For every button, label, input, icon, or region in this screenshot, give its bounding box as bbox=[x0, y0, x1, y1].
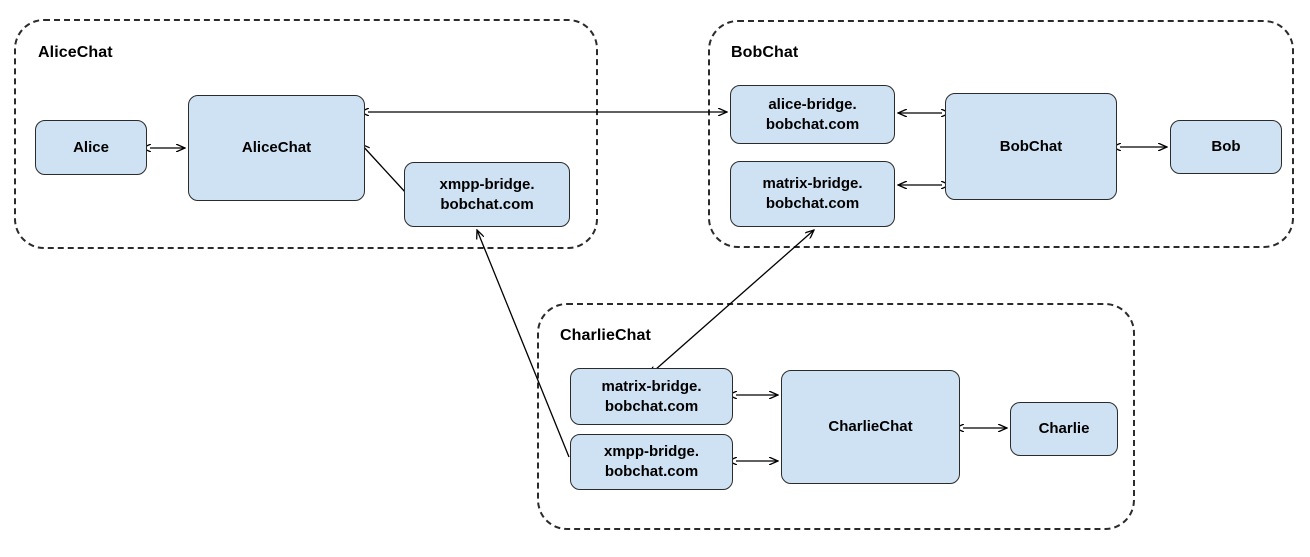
node-label-alice-xmpp-bridge: xmpp-bridge. bobchat.com bbox=[439, 175, 535, 213]
zone-label-alicechat-zone: AliceChat bbox=[38, 44, 113, 61]
node-label-alicechat-server: AliceChat bbox=[241, 139, 312, 157]
node-alicechat-server[interactable]: AliceChat bbox=[188, 95, 365, 201]
node-label-charlie: Charlie bbox=[1038, 420, 1090, 438]
node-bob[interactable]: Bob bbox=[1170, 120, 1282, 174]
node-label-charlie-matrix-bridge: matrix-bridge. bobchat.com bbox=[601, 377, 702, 415]
node-charlie[interactable]: Charlie bbox=[1010, 402, 1118, 456]
node-charliechat-server[interactable]: CharlieChat bbox=[781, 370, 960, 484]
node-label-bob-matrix-bridge: matrix-bridge. bobchat.com bbox=[762, 175, 863, 212]
zone-bobchat-zone bbox=[708, 20, 1294, 248]
node-label-bob-alice-bridge: alice-bridge. bobchat.com bbox=[765, 95, 860, 133]
node-bob-matrix-bridge[interactable]: matrix-bridge. bobchat.com bbox=[730, 161, 895, 227]
node-bob-alice-bridge[interactable]: alice-bridge. bobchat.com bbox=[730, 85, 895, 144]
zone-label-charliechat-zone: CharlieChat bbox=[560, 327, 651, 344]
node-bobchat-server[interactable]: BobChat bbox=[945, 93, 1117, 200]
zone-alicechat-zone bbox=[14, 19, 598, 249]
node-label-bobchat-server: BobChat bbox=[999, 137, 1063, 155]
node-label-charliechat-server: CharlieChat bbox=[828, 418, 913, 436]
node-charlie-matrix-bridge[interactable]: matrix-bridge. bobchat.com bbox=[570, 368, 733, 425]
node-alice-xmpp-bridge[interactable]: xmpp-bridge. bobchat.com bbox=[404, 162, 570, 227]
zone-label-bobchat-zone: BobChat bbox=[731, 44, 799, 61]
node-label-charlie-xmpp-bridge: xmpp-bridge. bobchat.com bbox=[603, 443, 699, 480]
node-charlie-xmpp-bridge[interactable]: xmpp-bridge. bobchat.com bbox=[570, 434, 733, 490]
node-label-bob: Bob bbox=[1211, 138, 1241, 156]
node-alice[interactable]: Alice bbox=[35, 120, 147, 175]
node-label-alice: Alice bbox=[73, 138, 109, 156]
